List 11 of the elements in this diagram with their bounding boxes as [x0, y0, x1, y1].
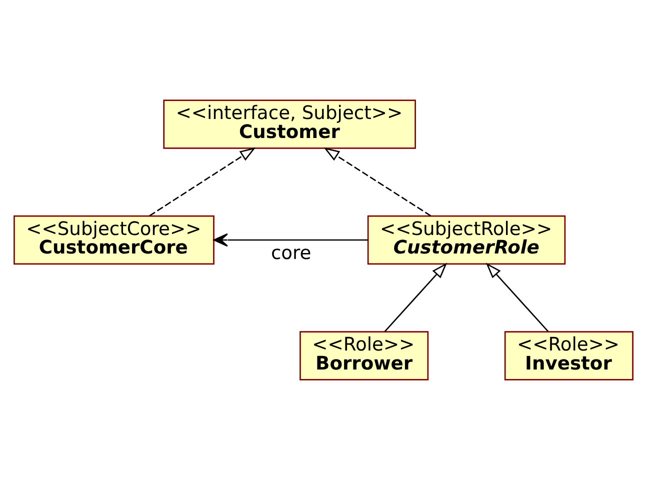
node-box: <<SubjectRole>> CustomerRole — [367, 215, 566, 265]
arrow — [213, 233, 368, 247]
arrow — [384, 262, 448, 332]
arrow — [324, 147, 432, 216]
edge-label: core — [270, 242, 312, 264]
arrow — [486, 262, 549, 332]
node-box: <<SubjectCore>> CustomerCore — [14, 215, 214, 265]
arrow — [149, 147, 256, 216]
node-box: <<Role>> Borrower — [300, 331, 429, 380]
node-box: <<interface, Subject>> Customer — [163, 100, 416, 149]
node-box: <<Role>> Investor — [504, 331, 634, 380]
